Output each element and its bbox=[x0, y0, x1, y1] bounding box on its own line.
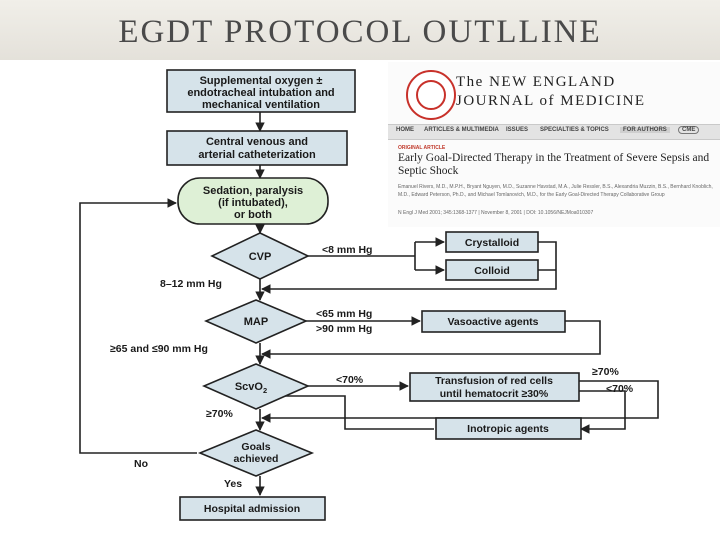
svg-text:Inotropic agents: Inotropic agents bbox=[467, 423, 549, 435]
article-citation: N Engl J Med 2001; 345:1368-1377 | Novem… bbox=[398, 210, 594, 216]
nav-issues[interactable]: ISSUES bbox=[506, 127, 529, 133]
egdt-flowchart: Supplemental oxygen ± endotracheal intub… bbox=[79, 69, 659, 521]
nav-articles-multimedia[interactable]: ARTICLES & MULTIMEDIA bbox=[424, 127, 499, 133]
article-type-tag: ORIGINAL ARTICLE bbox=[398, 145, 446, 151]
map-low-label: <65 mm Hg bbox=[316, 308, 372, 320]
goals-diamond: Goals achieved bbox=[197, 429, 315, 477]
nav-for-authors[interactable]: FOR AUTHORS bbox=[620, 127, 670, 133]
svg-text:Vasoactive agents: Vasoactive agents bbox=[447, 316, 538, 328]
svg-text:achieved: achieved bbox=[234, 453, 279, 465]
svg-text:CVP: CVP bbox=[249, 251, 272, 263]
scvo2-lt70-right-label: <70% bbox=[606, 383, 634, 395]
nav-specialties-topics[interactable]: SPECIALTIES & TOPICS bbox=[540, 127, 609, 133]
svg-text:Colloid: Colloid bbox=[474, 265, 510, 277]
article-title[interactable]: Early Goal-Directed Therapy in the Treat… bbox=[398, 152, 710, 177]
svg-text:endotracheal intubation and: endotracheal intubation and bbox=[187, 87, 334, 99]
nejm-seal-logo bbox=[406, 70, 456, 120]
journal-header: The NEW ENGLAND JOURNAL of MEDICINE bbox=[388, 62, 720, 124]
nejm-article-screenshot: The NEW ENGLAND JOURNAL of MEDICINE HOME… bbox=[388, 62, 720, 227]
slide-title: EGDT PROTOCOL OUTLLINE bbox=[118, 14, 602, 50]
flow-connectors bbox=[79, 112, 659, 496]
nav-home[interactable]: HOME bbox=[396, 127, 414, 133]
svg-text:Central venous and: Central venous and bbox=[206, 136, 308, 148]
title-band bbox=[0, 0, 720, 60]
journal-nav-bar: HOME ARTICLES & MULTIMEDIA ISSUES SPECIA… bbox=[388, 124, 720, 140]
transfusion-box: Transfusion of red cells until hematocri… bbox=[409, 372, 580, 402]
svg-text:mechanical ventilation: mechanical ventilation bbox=[202, 99, 320, 111]
svg-text:Hospital admission: Hospital admission bbox=[204, 503, 300, 515]
no-label: No bbox=[134, 458, 148, 470]
map-ok-label: ≥65 and ≤90 mm Hg bbox=[110, 343, 208, 355]
vasoactive-box: Vasoactive agents bbox=[421, 310, 566, 333]
scvo2-ge70-right-label: ≥70% bbox=[592, 366, 619, 378]
svg-text:arterial catheterization: arterial catheterization bbox=[198, 149, 316, 161]
svg-text:Goals: Goals bbox=[241, 441, 270, 453]
article-authors: Emanuel Rivers, M.D., M.P.H., Bryant Ngu… bbox=[398, 184, 713, 199]
nav-cme[interactable]: CME bbox=[678, 126, 700, 134]
yes-label: Yes bbox=[224, 478, 242, 490]
journal-name-line2: JOURNAL of MEDICINE bbox=[456, 93, 646, 109]
oxygen-box: Supplemental oxygen ± endotracheal intub… bbox=[166, 69, 356, 113]
inotropic-box: Inotropic agents bbox=[435, 417, 582, 440]
svg-text:MAP: MAP bbox=[244, 316, 268, 328]
scvo2-diamond: ScvO2 bbox=[201, 363, 311, 410]
map-high-label: >90 mm Hg bbox=[316, 323, 372, 335]
svg-text:Transfusion of red cells: Transfusion of red cells bbox=[435, 375, 553, 387]
svg-text:Crystalloid: Crystalloid bbox=[465, 237, 519, 249]
svg-text:ScvO2: ScvO2 bbox=[235, 381, 267, 395]
scvo2-ok-label: ≥70% bbox=[206, 408, 233, 420]
hospital-admission-box: Hospital admission bbox=[179, 496, 326, 521]
svg-text:or both: or both bbox=[234, 209, 272, 221]
map-diamond: MAP bbox=[203, 299, 309, 344]
cvp-low-label: <8 mm Hg bbox=[322, 244, 372, 256]
crystalloid-box: Crystalloid bbox=[445, 231, 539, 253]
svg-text:Supplemental oxygen ±: Supplemental oxygen ± bbox=[200, 75, 323, 87]
sedation-box: Sedation, paralysis (if intubated), or b… bbox=[177, 177, 329, 225]
scvo2-low-label: <70% bbox=[336, 374, 364, 386]
svg-text:Sedation, paralysis: Sedation, paralysis bbox=[203, 185, 303, 197]
colloid-box: Colloid bbox=[445, 259, 539, 281]
svg-text:until hematocrit ≥30%: until hematocrit ≥30% bbox=[440, 388, 549, 400]
cvp-diamond: CVP bbox=[210, 232, 310, 280]
svg-text:(if intubated),: (if intubated), bbox=[218, 197, 288, 209]
catheterization-box: Central venous and arterial catheterizat… bbox=[166, 130, 348, 166]
cvp-ok-label: 8–12 mm Hg bbox=[160, 278, 222, 290]
journal-name-line1: The NEW ENGLAND bbox=[456, 74, 616, 90]
